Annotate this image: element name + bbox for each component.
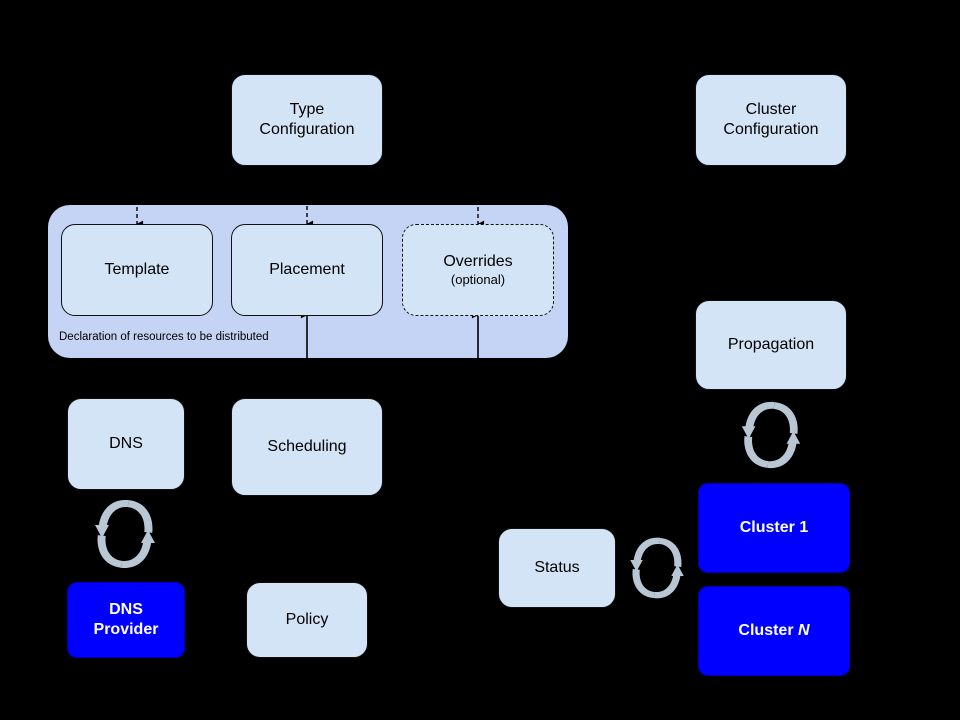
node-status[interactable]: Status xyxy=(498,528,616,608)
status-label: Status xyxy=(534,559,580,577)
type-configuration-line2: Configuration xyxy=(259,121,355,138)
cluster-configuration-line2: Configuration xyxy=(723,121,819,138)
cluster-configuration-line1: Cluster xyxy=(745,101,797,119)
policy-label: Policy xyxy=(285,611,329,629)
node-dns[interactable]: DNS xyxy=(67,398,185,490)
propagation-label: Propagation xyxy=(727,336,815,354)
node-cluster-configuration[interactable]: Cluster Configuration xyxy=(695,74,847,166)
type-configuration-line1: Type xyxy=(289,101,325,119)
node-overrides[interactable]: Overrides (optional) xyxy=(402,224,554,316)
overrides-label: Overrides xyxy=(443,253,513,271)
node-policy[interactable]: Policy xyxy=(246,582,368,658)
sync-dns-icon xyxy=(88,492,162,581)
sync-status-icon xyxy=(624,526,690,615)
cluster-n-id: N xyxy=(798,622,810,640)
sync-propagation-icon xyxy=(735,392,807,483)
group-caption: Declaration of resources to be distribut… xyxy=(59,331,269,343)
cluster-n-prefix: Cluster xyxy=(738,622,798,640)
overrides-sublabel: (optional) xyxy=(450,271,506,287)
node-cluster-1[interactable]: Cluster 1 xyxy=(698,483,850,573)
cluster-1-id: 1 xyxy=(799,519,809,537)
node-cluster-n[interactable]: Cluster N xyxy=(698,586,850,676)
node-template[interactable]: Template xyxy=(61,224,213,316)
dns-provider-line2: Provider xyxy=(93,621,159,638)
placement-label: Placement xyxy=(269,261,345,279)
cluster-1-prefix: Cluster xyxy=(739,519,800,537)
node-scheduling[interactable]: Scheduling xyxy=(231,398,383,496)
template-label: Template xyxy=(104,261,170,279)
node-placement[interactable]: Placement xyxy=(231,224,383,316)
scheduling-label: Scheduling xyxy=(267,438,347,456)
dns-label: DNS xyxy=(109,435,143,453)
node-type-configuration[interactable]: Type Configuration xyxy=(231,74,383,166)
dns-provider-line1: DNS xyxy=(109,601,143,619)
node-dns-provider[interactable]: DNS Provider xyxy=(67,582,185,658)
node-propagation[interactable]: Propagation xyxy=(695,300,847,390)
